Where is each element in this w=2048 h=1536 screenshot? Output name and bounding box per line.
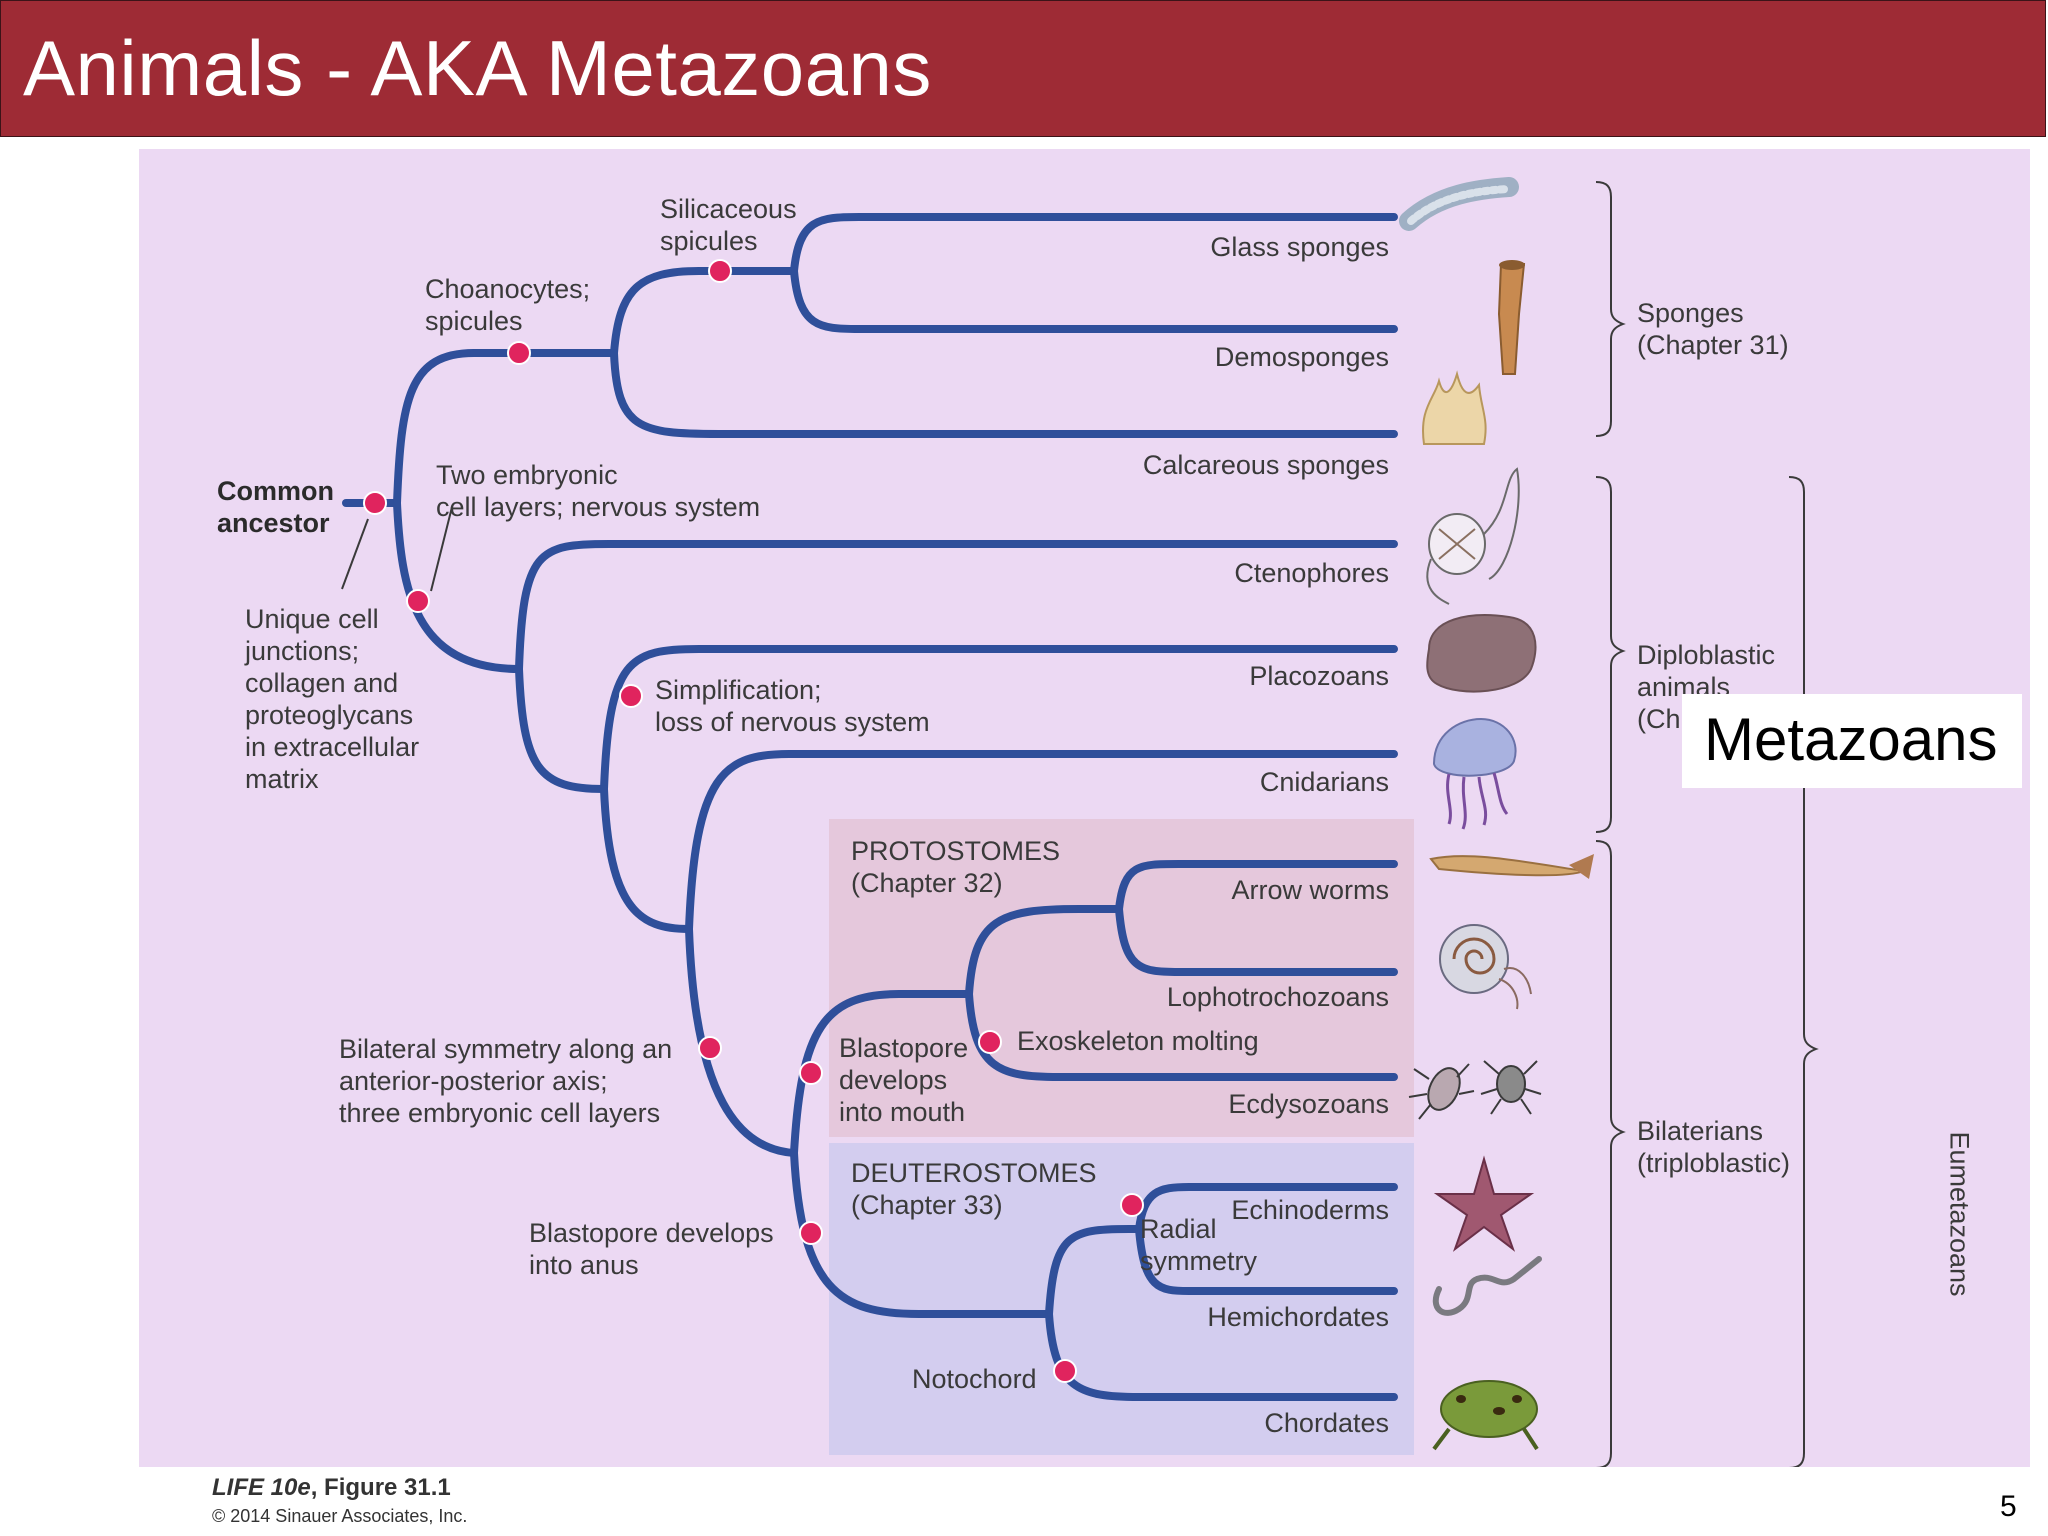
branch-calcareous <box>610 349 1398 438</box>
protostomes-box <box>829 819 1414 1137</box>
taxon-glass-sponges: Glass sponges <box>1210 232 1389 262</box>
branch-cnidarians <box>685 750 1398 933</box>
node-choanocytes <box>507 341 531 365</box>
branch-hemi <box>1135 1225 1398 1295</box>
bilaterians-bracket <box>1595 840 1626 1467</box>
node-simplification <box>619 684 643 708</box>
pointer-root-traits <box>341 518 369 590</box>
slide-title: Animals - AKA Metazoans <box>23 24 932 112</box>
node-blastopore-anus <box>799 1221 823 1245</box>
trait-choanocytes: Choanocytes;spicules <box>425 274 591 336</box>
cnidarian-icon <box>1432 717 1517 830</box>
placozoan-icon <box>1426 614 1537 693</box>
taxon-cnidarians: Cnidarians <box>1259 767 1389 797</box>
metazoans-overlay-text: Metazoans <box>1704 706 1998 773</box>
credit-book: LIFE 10e <box>212 1474 311 1501</box>
trait-notochord: Notochord <box>912 1364 1037 1394</box>
node-radial <box>1120 1193 1144 1217</box>
node-silicaceous <box>708 259 732 283</box>
calcareous-sponge-icon <box>1422 370 1487 445</box>
deuterostomes-box <box>829 1143 1414 1455</box>
trait-exoskeleton: Exoskeleton molting <box>1017 1026 1259 1056</box>
taxon-arrow-worms: Arrow worms <box>1231 875 1389 905</box>
taxon-lophotrochozoans: Lophotrochozoans <box>1166 982 1389 1012</box>
node-notochord <box>1053 1359 1077 1383</box>
taxon-calcareous-sponges: Calcareous sponges <box>1142 450 1389 480</box>
metazoans-overlay: Metazoans <box>1682 694 2022 788</box>
protostomes-header: PROTOSTOMES(Chapter 32) <box>851 836 1061 898</box>
branch-root-to-eumetazoa <box>393 499 523 673</box>
branch-to-silicea <box>610 267 703 357</box>
branch-cnid-bil <box>600 785 693 933</box>
arrow-worm-icon <box>1429 854 1594 879</box>
node-bilateral <box>698 1036 722 1060</box>
node-two-layers <box>406 589 430 613</box>
branch-protostomes <box>790 990 973 1157</box>
figure-credit: LIFE 10e, Figure 31.1 <box>212 1474 451 1502</box>
branch-eumeta-rest <box>515 665 608 793</box>
branch-echino <box>1135 1183 1398 1233</box>
taxon-placozoans: Placozoans <box>1249 661 1389 691</box>
branch-ecdy <box>965 990 1398 1081</box>
branch-placozoa <box>600 645 1398 793</box>
branch-deuterostomes <box>790 1149 1053 1318</box>
nautilus-icon <box>1439 924 1532 1010</box>
glass-sponge-icon <box>1399 177 1519 231</box>
hemichordate-icon <box>1432 1256 1542 1316</box>
branch-ctenophore <box>515 540 1398 673</box>
branch-demo <box>790 267 1398 333</box>
frog-icon <box>1432 1380 1539 1451</box>
diploblastic-bracket <box>1595 476 1626 833</box>
node-unique-junctions <box>363 491 387 515</box>
taxon-chordates: Chordates <box>1264 1408 1389 1438</box>
branch-ambulacraria <box>1045 1225 1143 1318</box>
page-number: 5 <box>2000 1490 2017 1523</box>
pointer-two-layers <box>430 506 453 592</box>
taxon-hemichordates: Hemichordates <box>1207 1302 1389 1332</box>
branch-bilaterians <box>685 925 798 1157</box>
bracket-label-eumetazoans: Eumetazoans <box>1944 1131 1975 1297</box>
starfish-icon <box>1433 1155 1535 1252</box>
title-bar: Animals - AKA Metazoans <box>0 0 2046 137</box>
bracket-label-bilaterians: Bilaterians(triploblastic) <box>1637 1116 1791 1178</box>
copyright-notice: © 2014 Sinauer Associates, Inc. <box>212 1506 468 1526</box>
eumetazoans-bracket <box>1788 476 1819 1467</box>
node-blastopore-mouth <box>799 1061 823 1085</box>
credit-figure: , Figure 31.1 <box>310 1474 451 1501</box>
branch-glass <box>790 213 1398 275</box>
ctenophore-icon <box>1426 467 1520 605</box>
branch-root-to-sponges <box>393 349 478 507</box>
phylogenetic-tree <box>341 177 1819 1467</box>
sponges-bracket <box>1595 181 1626 437</box>
arthropods-icon <box>1408 1060 1542 1120</box>
branch-lopho <box>1115 905 1398 976</box>
deuterostomes-header: DEUTEROSTOMES(Chapter 33) <box>851 1158 1097 1220</box>
demosponge-icon <box>1497 260 1526 375</box>
taxon-ecdysozoans: Ecdysozoans <box>1228 1089 1389 1119</box>
taxon-ctenophores: Ctenophores <box>1234 558 1389 588</box>
taxon-echinoderms: Echinoderms <box>1231 1195 1389 1225</box>
branch-pro-upper <box>965 905 1123 998</box>
branch-arrow <box>1115 860 1398 913</box>
bracket-label-sponges: Sponges(Chapter 31) <box>1637 298 1789 360</box>
branch-chordates <box>1045 1310 1398 1401</box>
trait-simplification: Simplification;loss of nervous system <box>655 675 930 737</box>
node-exoskeleton <box>978 1030 1002 1054</box>
taxon-demosponges: Demosponges <box>1214 342 1389 372</box>
